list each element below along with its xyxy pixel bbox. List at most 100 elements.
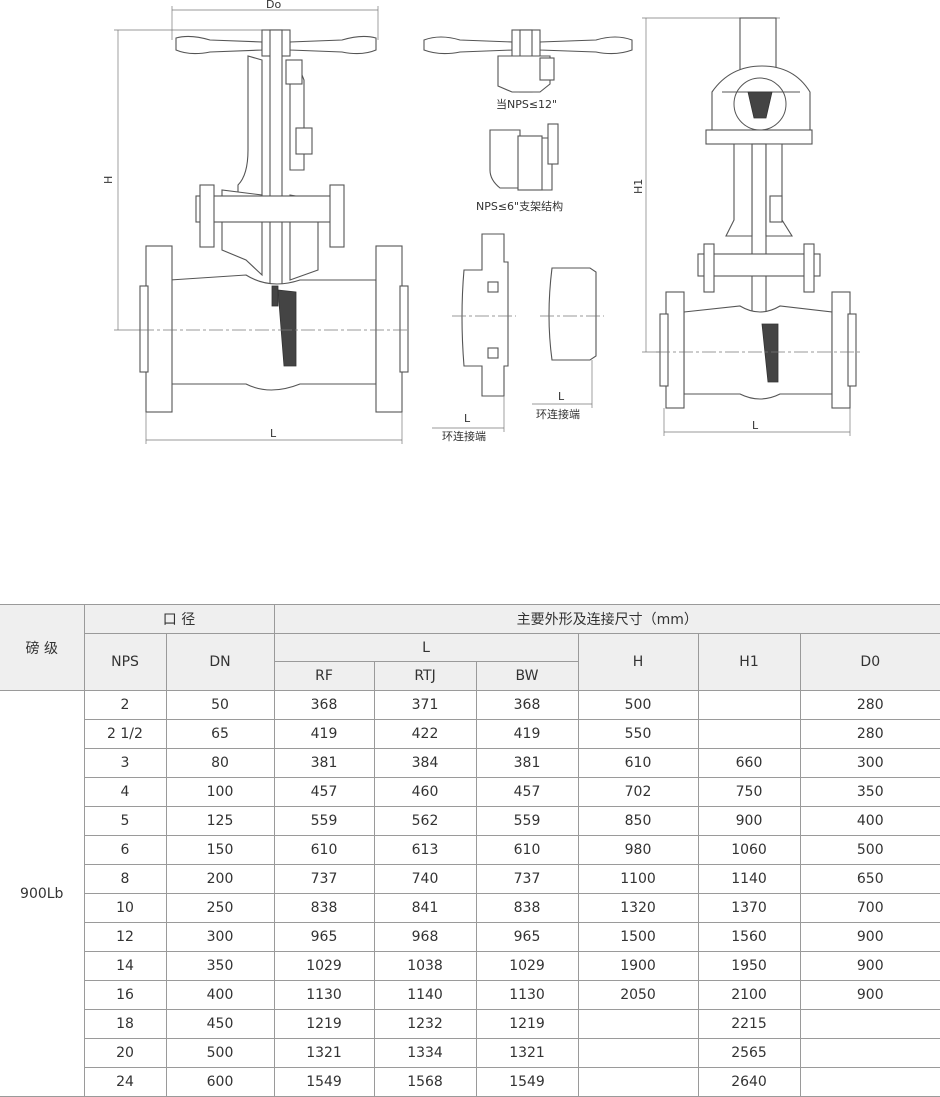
cell-bw: 381 — [475, 748, 579, 778]
cell-dn: 300 — [165, 922, 275, 952]
cell-nps: 8 — [84, 864, 167, 894]
cell-bw: 419 — [475, 719, 579, 749]
cell-rtj: 613 — [373, 835, 477, 865]
cell-d0: 700 — [799, 893, 940, 923]
cell-h1: 1370 — [697, 893, 801, 923]
cell-dn: 200 — [165, 864, 275, 894]
cell-d0 — [799, 1009, 940, 1039]
cell-d0: 900 — [799, 922, 940, 952]
cell-d0: 650 — [799, 864, 940, 894]
dim-label-h: H — [102, 176, 115, 184]
cell-rtj: 460 — [373, 777, 477, 807]
cell-h: 1900 — [577, 951, 699, 981]
cell-rf: 1029 — [273, 951, 375, 981]
cell-rf: 1321 — [273, 1038, 375, 1068]
cell-nps: 2 — [83, 690, 167, 720]
valve-drawing: Do H L — [0, 0, 940, 470]
cell-dn: 100 — [165, 777, 275, 807]
dim-label-l-ring1: L — [464, 412, 471, 425]
cell-rtj: 371 — [373, 690, 477, 720]
cell-h: 702 — [577, 777, 699, 807]
cell-bw: 457 — [475, 777, 579, 807]
cell-h1: 750 — [697, 777, 801, 807]
header-bore: 口 径 — [83, 604, 275, 634]
cell-dn: 500 — [165, 1038, 275, 1068]
cell-h1: 2100 — [697, 980, 801, 1010]
cell-bw: 1321 — [475, 1038, 579, 1068]
dim-label-l-gear: L — [752, 419, 759, 432]
cell-d0: 300 — [799, 748, 940, 778]
cell-rtj: 422 — [373, 719, 477, 749]
cell-h: 980 — [577, 835, 699, 865]
cell-h1 — [697, 719, 801, 749]
cell-bw: 737 — [475, 864, 579, 894]
header-main-dims: 主要外形及连接尺寸（mm） — [273, 604, 940, 634]
cell-rf: 457 — [273, 777, 375, 807]
cell-dn: 350 — [165, 951, 275, 981]
cell-h1: 2640 — [697, 1067, 801, 1097]
cell-dn: 65 — [165, 719, 275, 749]
cell-d0 — [799, 1067, 940, 1097]
header-rtj: RTJ — [373, 661, 477, 691]
cell-bw: 1219 — [475, 1009, 579, 1039]
cell-rf: 838 — [273, 893, 375, 923]
cell-rtj: 968 — [373, 922, 477, 952]
cell-dn: 150 — [165, 835, 275, 865]
cell-nps: 10 — [84, 893, 167, 923]
cell-rf: 559 — [273, 806, 375, 836]
cell-h: 850 — [577, 806, 699, 836]
caption-nps6: NPS≤6"支架结构 — [476, 199, 563, 213]
cell-d0: 350 — [799, 777, 940, 807]
cell-h1: 1060 — [697, 835, 801, 865]
cell-rtj: 1334 — [373, 1038, 477, 1068]
cell-nps: 6 — [84, 835, 167, 865]
cell-h1: 1140 — [697, 864, 801, 894]
cell-dn: 450 — [165, 1009, 275, 1039]
cell-dn: 250 — [165, 893, 275, 923]
cell-h: 500 — [577, 690, 699, 720]
caption-ring1: 环连接端 — [442, 430, 486, 443]
cell-rf: 1130 — [273, 980, 375, 1010]
cell-h — [577, 1038, 699, 1068]
dim-label-l-ring2: L — [558, 390, 565, 403]
caption-nps12: 当NPS≤12" — [496, 97, 557, 111]
header-nps: NPS — [84, 633, 167, 691]
cell-nps: 4 — [84, 777, 167, 807]
cell-rf: 737 — [273, 864, 375, 894]
cell-rf: 368 — [273, 690, 375, 720]
cell-dn: 125 — [165, 806, 275, 836]
cell-h: 1320 — [577, 893, 699, 923]
cell-rtj: 384 — [373, 748, 477, 778]
cell-rf: 419 — [273, 719, 375, 749]
header-rf: RF — [274, 661, 375, 691]
cell-nps: 14 — [84, 951, 167, 981]
cell-dn: 400 — [165, 980, 275, 1010]
cell-rtj: 1568 — [373, 1067, 477, 1097]
cell-d0: 280 — [799, 690, 940, 720]
cell-bw: 368 — [475, 690, 579, 720]
cell-bw: 1029 — [475, 951, 579, 981]
main-valve-view: Do H L — [102, 0, 410, 444]
cell-rtj: 740 — [373, 864, 477, 894]
cell-rtj: 1140 — [373, 980, 477, 1010]
cell-d0: 280 — [799, 719, 940, 749]
cell-rtj: 562 — [373, 806, 477, 836]
cell-nps: 18 — [84, 1009, 167, 1039]
cell-d0: 500 — [799, 835, 940, 865]
cell-nps: 12 — [84, 922, 167, 952]
cell-nps: 2 1/2 — [84, 719, 167, 749]
cell-h: 550 — [577, 719, 699, 749]
header-d0: D0 — [799, 633, 940, 691]
cell-dn: 80 — [165, 748, 275, 778]
pressure-class-cell: 900Lb — [0, 690, 85, 1097]
cell-dn: 50 — [165, 690, 275, 720]
